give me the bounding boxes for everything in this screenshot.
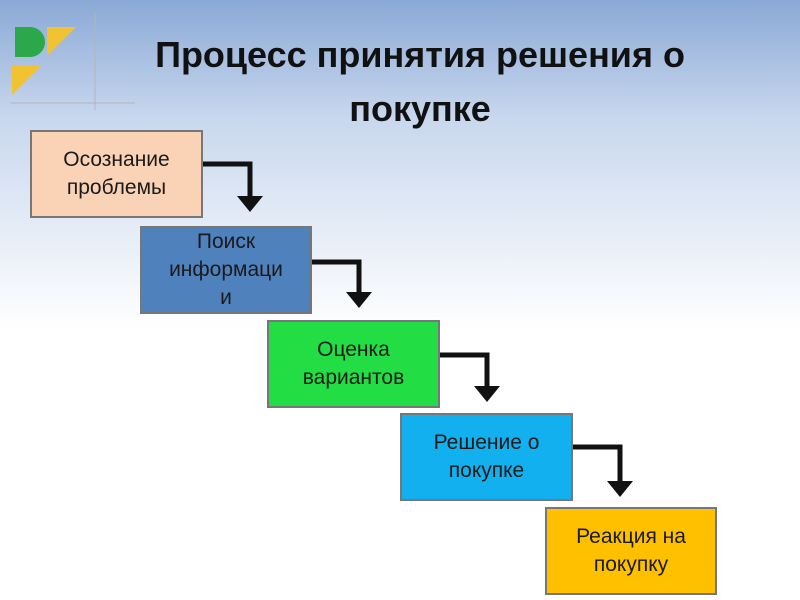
step-label: Поиск информаци и [169,230,283,309]
step-post-purchase-reaction: Реакция на покупку [545,507,717,595]
flow-arrow-2 [312,259,362,294]
flow-arrowhead-1 [237,196,263,212]
step-label: Осознание проблемы [63,148,170,199]
flow-arrow-3 [440,352,490,388]
step-evaluate-alternatives: Оценка вариантов [267,320,440,408]
page-title: Процесс принятия решения о покупке [60,28,780,136]
step-label: Оценка вариантов [302,338,405,389]
step-label: Реакция на покупку [576,525,686,576]
title-line-1: Процесс принятия решения о [155,34,685,75]
flow-arrowhead-4 [607,481,633,497]
step-problem-recognition: Осознание проблемы [30,130,203,218]
flow-arrow-1 [203,161,253,198]
flow-arrowhead-3 [474,386,500,402]
flow-arrowhead-2 [346,292,372,308]
logo-icon [10,12,135,110]
title-line-2: покупке [349,88,491,129]
flow-arrow-4 [573,444,623,483]
step-label: Решение о покупке [433,431,540,482]
step-information-search: Поиск информаци и [140,226,312,314]
step-purchase-decision: Решение о покупке [400,413,573,501]
